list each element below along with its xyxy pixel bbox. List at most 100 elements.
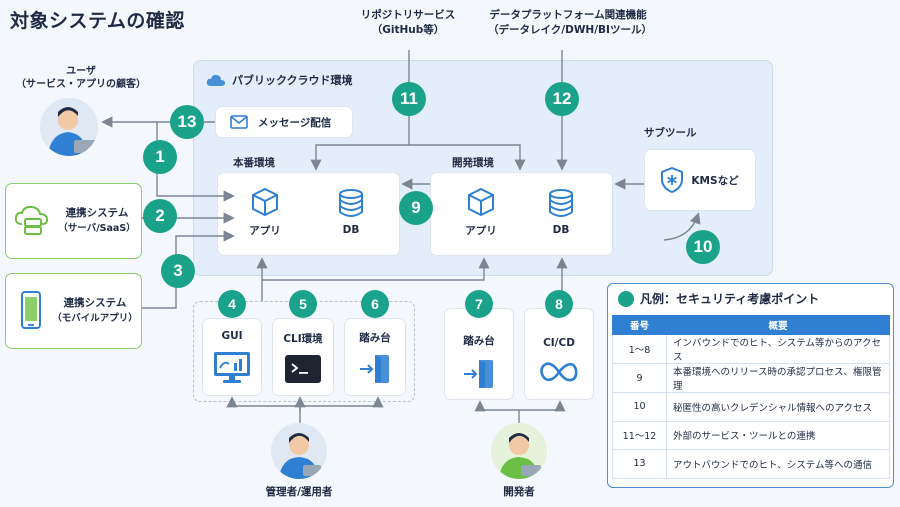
prod-db[interactable]: DB	[326, 180, 376, 244]
dev-env-label: 開発環境	[452, 157, 494, 169]
badge-6: 6	[361, 290, 389, 318]
legend-row-desc: 外部のサービス・ツールとの連携	[666, 420, 890, 450]
bastion-dev-label: 踏み台	[463, 334, 495, 347]
cli-tool[interactable]: CLI環境	[272, 318, 334, 396]
user-label: ユーザ （サービス・アプリの顧客）	[6, 65, 156, 91]
gui-label: GUI	[221, 330, 243, 342]
dev-app-label: アプリ	[465, 224, 497, 237]
legend-row-desc: アウトバウンドでのヒト、システム等への通信	[666, 449, 890, 479]
cube-icon	[252, 187, 278, 216]
badge-10: 10	[686, 230, 720, 264]
gui-tool[interactable]: GUI	[202, 318, 262, 396]
badge-11: 11	[392, 82, 426, 116]
legend-title-text: 凡例：セキュリティ考慮ポイント	[640, 292, 820, 306]
legend-header-summary: 概要	[666, 315, 890, 335]
partner-mobile-label-line1: 連携システム	[63, 297, 127, 309]
legend-row-number: 13	[612, 449, 667, 479]
cube-icon	[468, 187, 494, 216]
dev-env-box	[430, 172, 613, 256]
partner-server-label-line2: （サーバ/SaaS）	[58, 223, 136, 234]
subtool-label: サブツール	[644, 127, 697, 139]
user-label-line1: ユーザ	[66, 66, 96, 77]
user-person-icon	[40, 98, 98, 156]
data-platform-label-line1: データプラットフォーム関連機能	[489, 9, 647, 21]
legend-row-number: 10	[612, 392, 667, 422]
kms-label: KMSなど	[691, 174, 739, 187]
partner-mobile-label-line2: （モバイルアプリ）	[52, 313, 138, 324]
user-avatar	[40, 98, 98, 156]
terminal-icon	[285, 354, 321, 383]
door-enter-icon	[360, 354, 389, 383]
line-10	[663, 212, 701, 241]
admin-person-icon	[271, 423, 327, 479]
database-icon	[549, 189, 573, 217]
partner-server-box[interactable]: 連携システム （サーバ/SaaS）	[5, 183, 142, 259]
legend-row-number: 11〜12	[612, 420, 667, 450]
infinity-icon	[540, 362, 578, 382]
repo-service-label-line1: リポジトリサービス	[360, 9, 456, 21]
legend-header-number: 番号	[612, 315, 667, 335]
legend-row-number: 1〜8	[612, 334, 667, 364]
badge-4: 4	[218, 290, 246, 318]
bastion-admin[interactable]: 踏み台	[344, 318, 406, 396]
database-icon	[339, 189, 363, 217]
repo-service-label-line2: （GitHub等）	[371, 24, 445, 36]
prod-app[interactable]: アプリ	[240, 180, 290, 244]
message-delivery-box[interactable]: メッセージ配信	[215, 106, 353, 138]
smartphone-icon	[21, 291, 41, 329]
badge-2: 2	[143, 199, 177, 233]
prod-env-label: 本番環境	[233, 157, 275, 169]
legend-row-desc: 本番環境へのリリース時の承認プロセス、権限管理	[666, 363, 890, 393]
admin-label: 管理者/運用者	[265, 486, 333, 498]
public-cloud-label: パブリッククラウド環境	[206, 72, 353, 88]
public-cloud-label-text: パブリッククラウド環境	[232, 74, 353, 87]
badge-3: 3	[161, 254, 195, 288]
developer-avatar	[491, 423, 547, 479]
prod-db-label: DB	[342, 224, 360, 236]
dev-app[interactable]: アプリ	[456, 180, 506, 244]
legend-title: 凡例：セキュリティ考慮ポイント	[618, 290, 819, 307]
badge-8: 8	[545, 290, 573, 318]
legend-marker-icon	[618, 290, 634, 307]
door-enter-icon	[464, 359, 493, 388]
legend-row-desc: インバウンドでのヒト、システム等からのアクセス	[666, 334, 890, 364]
legend-row-number: 9	[612, 363, 667, 393]
data-platform-label: データプラットフォーム関連機能 （データレイク/DWH/BIツール）	[488, 8, 652, 38]
developer-label: 開発者	[503, 486, 535, 498]
user-label-line2: （サービス・アプリの顧客）	[16, 79, 146, 90]
message-delivery-label: メッセージ配信	[258, 116, 332, 129]
badge-9: 9	[399, 191, 433, 225]
dev-db-label: DB	[552, 224, 570, 236]
bastion-admin-label: 踏み台	[359, 331, 391, 344]
partner-mobile-box[interactable]: 連携システム （モバイルアプリ）	[5, 273, 142, 349]
prod-env-box	[217, 172, 400, 256]
cicd-tool[interactable]: CI/CD	[524, 308, 594, 400]
line-11-dev	[409, 144, 526, 171]
badge-5: 5	[289, 290, 317, 318]
line-dev-app	[262, 257, 490, 281]
line-dev-tools	[480, 409, 560, 423]
mail-icon	[230, 115, 248, 129]
page-title: 対象システムの確認	[10, 10, 185, 32]
badge-1: 1	[143, 140, 177, 174]
repo-service-label: リポジトリサービス （GitHub等）	[338, 8, 478, 38]
developer-person-icon	[491, 423, 547, 479]
badge-13: 13	[170, 105, 204, 139]
dev-db[interactable]: DB	[536, 180, 586, 244]
cloud-server-icon	[14, 205, 49, 235]
cicd-label: CI/CD	[543, 337, 575, 349]
cloud-icon	[206, 74, 225, 86]
shield-icon	[661, 167, 684, 193]
cli-label: CLI環境	[283, 332, 323, 345]
data-platform-label-line2: （データレイク/DWH/BIツール）	[488, 24, 652, 36]
admin-avatar	[271, 423, 327, 479]
kms-box[interactable]: KMSなど	[644, 149, 756, 211]
prod-app-label: アプリ	[249, 224, 281, 237]
